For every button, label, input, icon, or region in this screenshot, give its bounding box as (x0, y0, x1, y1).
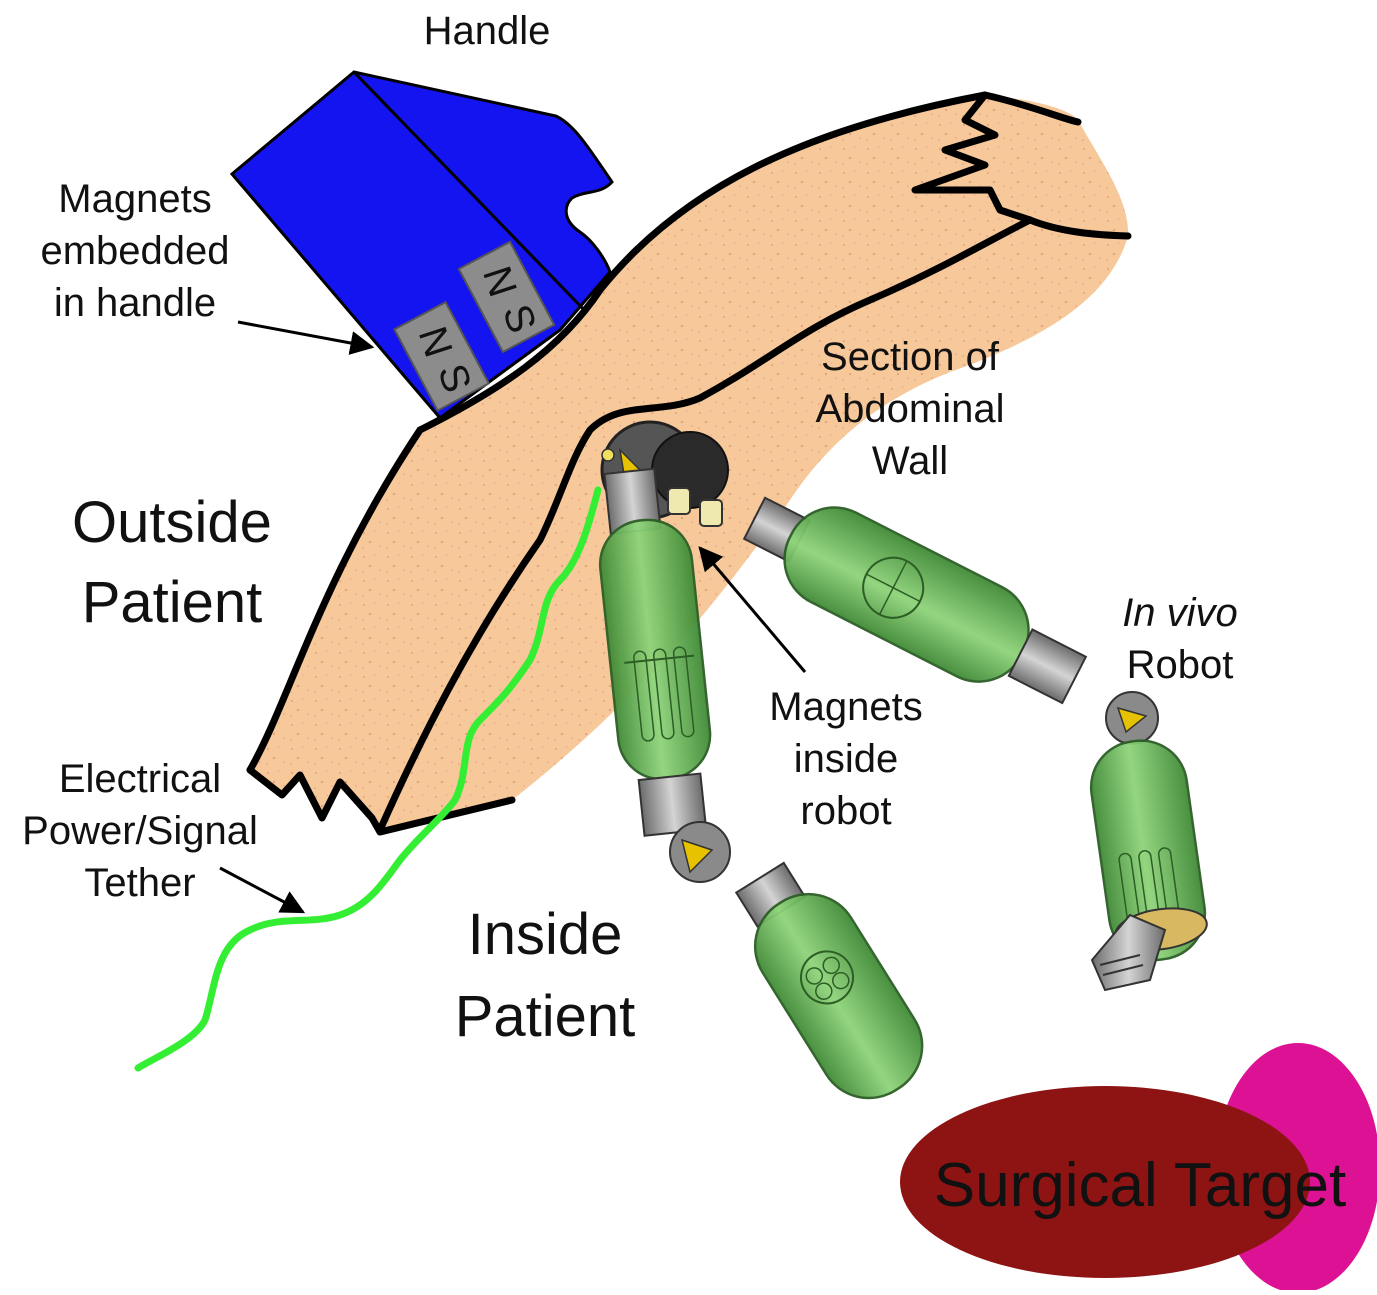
abdominal-wall-label: Section of Abdominal Wall (815, 335, 1004, 483)
tether-label-line-3: Tether (84, 861, 195, 905)
right-arm-elbow-joint (1106, 692, 1158, 744)
in-vivo-robot-label-line-2: Robot (1127, 643, 1234, 687)
surgical-target: Surgical Target (900, 1043, 1377, 1290)
in-vivo-robot-label-line-1: In vivo (1122, 591, 1238, 635)
left-arm-elbow-joint (670, 822, 730, 882)
magnets-robot-label-line-2: inside (794, 737, 899, 781)
tether-label-line-2: Power/Signal (22, 809, 258, 853)
inside-patient-label-line-2: Patient (455, 984, 636, 1049)
abdominal-wall-label-line-1: Section of (821, 335, 1000, 379)
robot-magnet-1 (668, 488, 690, 514)
surgical-target-label: Surgical Target (934, 1151, 1346, 1220)
abdominal-wall-label-line-3: Wall (872, 439, 948, 483)
outside-patient-label-line-1: Outside (72, 490, 272, 555)
handle-label: Handle (424, 9, 551, 53)
magnets-handle-label-line-1: Magnets (58, 177, 211, 221)
tether-label: Electrical Power/Signal Tether (22, 757, 258, 905)
tether-label-line-1: Electrical (59, 757, 221, 801)
outside-patient-label-line-2: Patient (82, 570, 263, 635)
in-vivo-robot-label: In vivo Robot (1122, 591, 1238, 687)
tether-arrow (220, 868, 303, 912)
magnets-robot-label: Magnets inside robot (769, 685, 922, 833)
magnets-handle-label-line-2: embedded (40, 229, 229, 273)
magnets-handle-label-line-3: in handle (54, 281, 216, 325)
outside-patient-label: Outside Patient (72, 490, 272, 635)
inside-patient-label: Inside Patient (455, 902, 636, 1049)
abdominal-wall-label-line-2: Abdominal (815, 387, 1004, 431)
inside-patient-label-line-1: Inside (468, 902, 623, 967)
left-arm-lower-link (719, 848, 941, 1117)
magnets-handle-label: Magnets embedded in handle (40, 177, 229, 325)
magnets-robot-label-line-1: Magnets (769, 685, 922, 729)
magnets-robot-label-line-3: robot (800, 789, 891, 833)
right-arm-end-effector (1092, 915, 1165, 990)
magnets-handle-arrow (238, 322, 372, 347)
robot-magnet-2 (700, 500, 722, 526)
